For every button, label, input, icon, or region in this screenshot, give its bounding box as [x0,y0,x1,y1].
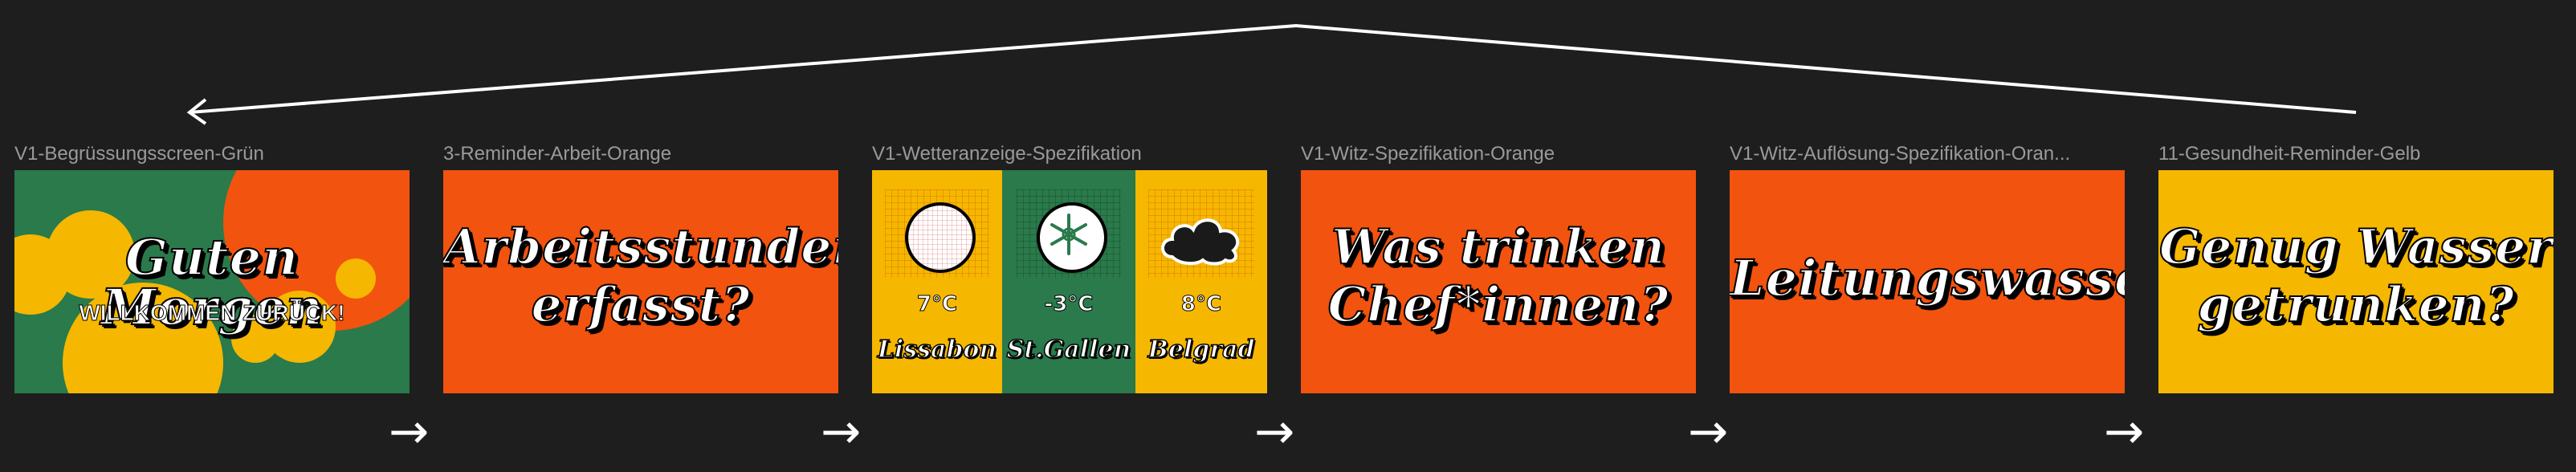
frame-label-health-reminder[interactable]: 11-Gesundheit-Reminder-Gelb [2158,143,2421,165]
connector-line [189,23,2357,114]
frame-label-work-reminder[interactable]: 3-Reminder-Arbeit-Orange [443,143,672,165]
work-reminder-line1: Arbeitsstunden [443,219,838,275]
sun-icon [905,202,976,273]
frame-weather[interactable]: 7°C Lissabon -3°C St.Gallen 8°C Belgrad [872,170,1267,393]
weather-column-belgrad: 8°C Belgrad [1135,170,1267,393]
frame-joke-question[interactable]: Was trinken Chef*innen? [1301,170,1696,393]
frame-joke-answer[interactable]: Leitungswasser [1730,170,2125,393]
temperature-lissabon: 7°C [916,292,958,317]
city-lissabon: Lissabon [877,335,997,364]
frame-work-reminder[interactable]: Arbeitsstunden erfasst? [443,170,838,393]
health-reminder-line2: getrunken? [2196,277,2515,333]
temperature-belgrad: 8°C [1180,292,1222,317]
joke-answer-title: Leitungswasser [1730,249,2125,307]
health-reminder-line1: Genug Wasser [2158,219,2553,275]
flow-arrow-icon: → [389,404,430,460]
frame-health-reminder[interactable]: Genug Wasser getrunken? [2158,170,2554,393]
decor-circle [231,315,279,363]
frame-label-joke-answer[interactable]: V1-Witz-Auflösung-Spezifikation-Oran... [1730,143,2071,165]
decor-circle [336,258,376,299]
frame-greeting[interactable]: Guten Morgen WILLKOMMEN ZURÜCK! [14,170,410,393]
flow-arrow-icon: → [2104,404,2145,460]
frame-label-weather[interactable]: V1-Wetteranzeige-Spezifikation [872,143,1142,165]
temperature-stgallen: -3°C [1044,292,1094,317]
weather-column-stgallen: -3°C St.Gallen [1002,170,1135,393]
frame-label-greeting[interactable]: V1-Begrüssungsscreen-Grün [14,143,264,165]
cloud-icon [1156,210,1246,267]
flow-arrow-icon: → [1688,404,1729,460]
snowflake-icon [1037,202,1107,273]
flow-arrow-icon: → [1254,404,1295,460]
weather-column-lissabon: 7°C Lissabon [872,170,1002,393]
joke-question-line2: Chef*innen? [1327,277,1669,333]
flow-arrow-icon: → [821,404,862,460]
city-stgallen: St.Gallen [1006,335,1131,364]
connector-arrowhead [186,98,207,125]
work-reminder-line2: erfasst? [531,277,751,333]
joke-question-line1: Was trinken [1331,219,1665,275]
prototype-connector [186,23,2357,125]
greeting-title: Guten Morgen [100,228,324,336]
city-belgrad: Belgrad [1147,335,1256,364]
greeting-subtitle: WILLKOMMEN ZURÜCK! [79,300,345,326]
frame-label-joke-question[interactable]: V1-Witz-Spezifikation-Orange [1301,143,1555,165]
